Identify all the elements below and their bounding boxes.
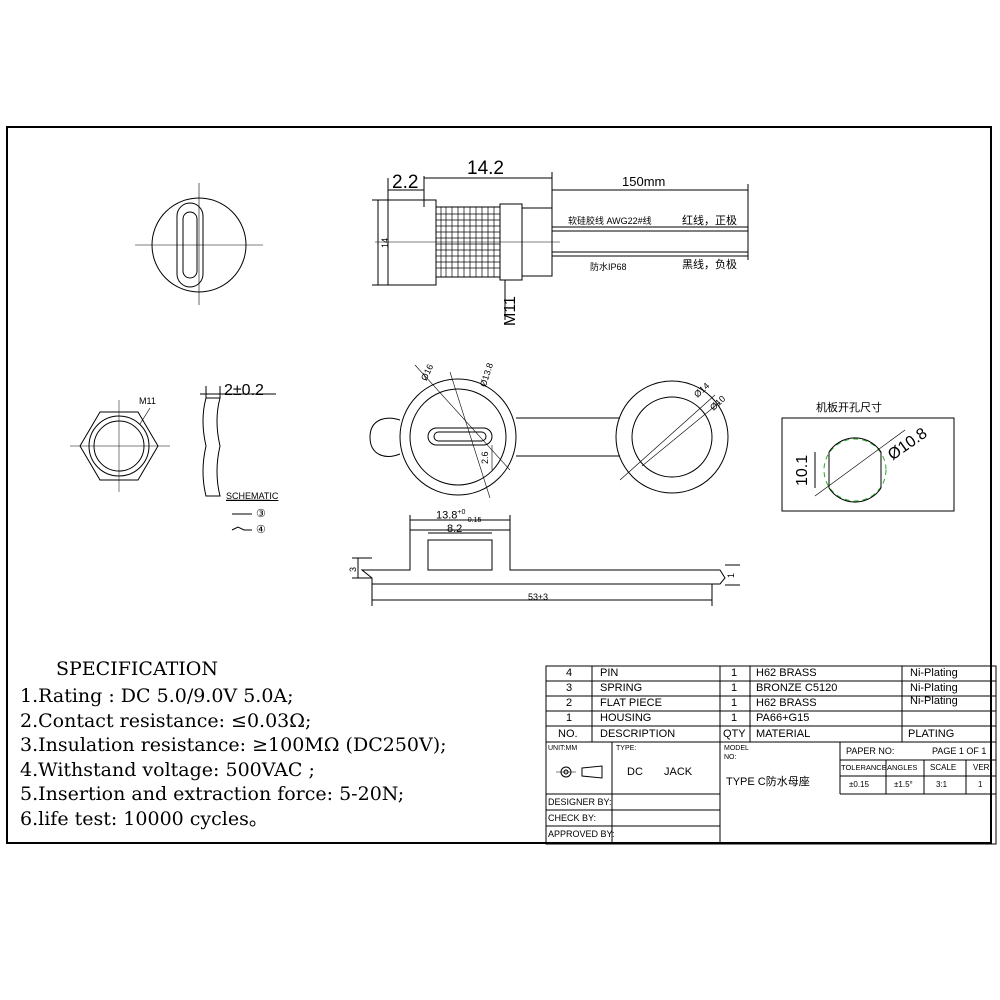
bottom-profile-view — [352, 515, 740, 606]
bom-desc: FLAT PIECE — [600, 697, 662, 709]
title-block-lines — [545, 665, 997, 845]
unit-label: UNIT:MM — [548, 745, 578, 752]
bom-no: 3 — [566, 682, 573, 694]
bom-plating: Ni-Plating — [910, 667, 958, 679]
dim-m11: M11 — [502, 296, 519, 326]
type-value-jack: JACK — [664, 766, 693, 778]
bom-material: H62 BRASS — [756, 697, 817, 709]
bom-qty: 1 — [731, 682, 738, 694]
tolerance-value: ±0.15 — [849, 780, 869, 789]
front-face-view — [135, 183, 263, 305]
schematic-label: SCHEMATIC — [226, 491, 279, 501]
designer-by: DESIGNER BY: — [548, 797, 612, 807]
dim-10-1: 10.1 — [794, 454, 811, 486]
side-view — [372, 172, 749, 320]
model-label: MODEL — [724, 745, 749, 752]
page-number: PAGE 1 OF 1 — [932, 746, 987, 756]
spec-line: 4.Withstand voltage: 500VAC ; — [20, 758, 315, 781]
dim-8-2: 8.2 — [447, 523, 463, 535]
type-value-dc: DC — [627, 766, 643, 778]
bom-qty: 1 — [731, 667, 738, 679]
black-wire-note: 黑线，负极 — [682, 259, 737, 271]
paper-no: PAPER NO: — [846, 746, 895, 756]
bom-header-qty: QTY — [723, 728, 746, 740]
bom-header-desc: DESCRIPTION — [600, 728, 676, 740]
check-by: CHECK BY: — [548, 813, 597, 823]
dim-14: 14 — [380, 237, 390, 248]
schematic-symbols — [226, 499, 270, 531]
spec-line: 6.life test: 10000 cycles。 — [20, 807, 268, 830]
dim-1: 1 — [726, 572, 736, 578]
approved-by: APPROVED BY: — [548, 829, 615, 839]
drawing-frame — [6, 126, 992, 844]
bom-material: H62 BRASS — [756, 667, 817, 679]
cap-top-view — [369, 364, 729, 499]
bom-header-material: MATERIAL — [756, 728, 811, 740]
dim-13-8-tol: 13.8+0-0.15 — [436, 509, 482, 524]
bom-no: 1 — [566, 712, 573, 724]
dim-2-0-2: 2±0.2 — [224, 382, 264, 399]
spec-line: 2.Contact resistance: ≤0.03Ω; — [20, 709, 312, 732]
scale-label: SCALE — [930, 763, 957, 772]
angles-value: ±1.5° — [894, 780, 913, 789]
spec-line: 1.Rating : DC 5.0/9.0V 5.0A; — [20, 685, 294, 707]
bom-no: 2 — [566, 697, 573, 709]
bom-material: BRONZE C5120 — [756, 682, 838, 694]
type-label: TYPE: — [616, 745, 637, 752]
dim-m11-small: M11 — [139, 396, 156, 406]
bom-header-plating: PLATING — [908, 728, 955, 740]
hex-nut-view — [70, 400, 170, 492]
bom-plating: Ni-Plating — [910, 695, 958, 707]
bom-header-no: NO. — [558, 728, 578, 740]
ver-value: 1 — [978, 780, 983, 789]
bom-no: 4 — [566, 667, 573, 679]
cable-wire-note: 软硅胶线 AWG22#线 — [568, 216, 652, 226]
spec-line: 3.Insulation resistance: ≥100MΩ (DC250V)… — [20, 734, 447, 756]
dim-2-6: 2.6 — [480, 451, 490, 464]
bom-desc: SPRING — [600, 682, 643, 694]
bom-qty: 1 — [731, 712, 738, 724]
tolerance-label: TOLERANCE — [841, 763, 887, 772]
schematic-pin4: ④ — [256, 524, 266, 536]
dim-3: 3 — [348, 566, 358, 572]
bom-qty: 1 — [731, 697, 738, 709]
washer-side-view — [200, 386, 276, 497]
bom-plating: Ni-Plating — [910, 682, 958, 694]
spec-title: SPECIFICATION — [56, 658, 219, 680]
dim-14-2: 14.2 — [467, 158, 504, 179]
model-no-label: NO: — [724, 754, 737, 761]
bom-desc: PIN — [600, 667, 619, 679]
angles-label: ANGLES — [887, 763, 918, 772]
schematic-pin3: ③ — [256, 508, 266, 520]
waterproof-note: 防水IP68 — [590, 262, 627, 272]
panel-cutout-title: 机板开孔尺寸 — [816, 402, 882, 414]
scale-value: 3:1 — [936, 780, 948, 789]
spec-list: 1.Rating : DC 5.0/9.0V 5.0A;2.Contact re… — [20, 684, 447, 831]
model-value: TYPE C防水母座 — [726, 776, 810, 788]
bom-material: PA66+G15 — [756, 712, 810, 724]
dim-2-2: 2.2 — [392, 172, 419, 193]
dim-53: 53±3 — [528, 592, 548, 602]
ver-label: VER — [973, 763, 990, 772]
red-wire-note: 红线，正极 — [682, 215, 737, 227]
dim-150mm: 150mm — [622, 174, 666, 189]
bom-desc: HOUSING — [600, 712, 652, 724]
spec-line: 5.Insertion and extraction force: 5-20N; — [20, 783, 405, 805]
panel-cutout-view — [781, 417, 955, 512]
